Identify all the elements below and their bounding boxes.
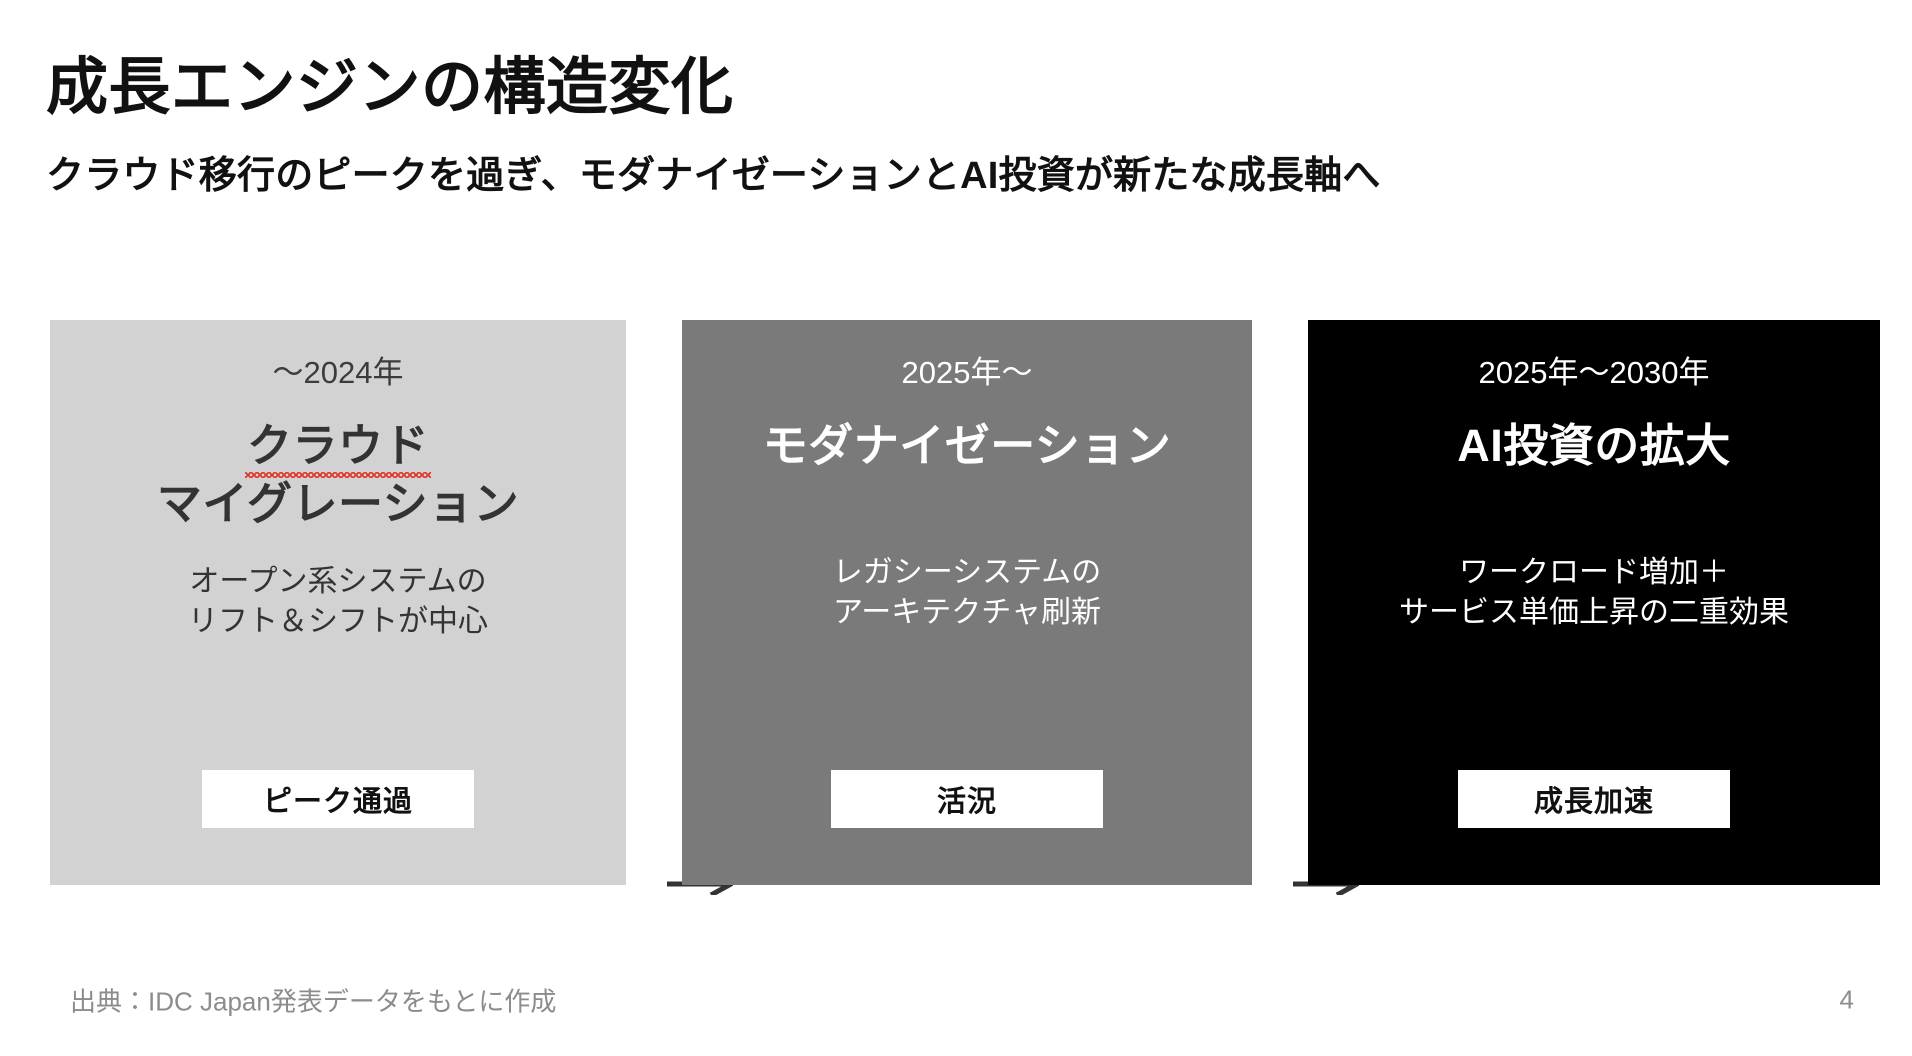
stage-body-3: ワークロード増加＋ サービス単価上昇の二重効果 — [1399, 555, 1789, 629]
stage-body-2: レガシーシステムの アーキテクチャ刷新 — [832, 555, 1102, 629]
stage-card-3[interactable]: 2025年～2030年 AI投資の拡大 ワークロード増加＋ サービス単価上昇の二… — [1308, 320, 1880, 885]
stage-period-1: ～2024年 — [272, 355, 404, 390]
page-subtitle: クラウド移行のピークを過ぎ、モダナイゼーションとAI投資が新たな成長軸へ — [46, 154, 1381, 197]
stage-heading-1-line1-spellchecked: クラウド — [244, 417, 432, 478]
stage-period-2: 2025年～ — [901, 355, 1033, 390]
footer-source-note: 出典：IDC Japan発表データをもとに作成 — [70, 986, 557, 1017]
page-title: 成長エンジンの構造変化 — [46, 52, 734, 122]
stage-badge-1[interactable]: ピーク通過 — [202, 770, 474, 828]
stage-flow: ～2024年 クラウドマイグレーション オープン系システムの リフト＆シフトが中… — [50, 320, 1880, 895]
stage-badge-2[interactable]: 活況 — [831, 770, 1103, 828]
stage-heading-1: クラウドマイグレーション — [68, 417, 608, 532]
stage-heading-2: モダナイゼーション — [762, 420, 1172, 472]
stage-body-1: オープン系システムの リフト＆シフトが中心 — [188, 565, 488, 639]
footer-page-number: 4 — [1839, 984, 1854, 1015]
stage-period-3: 2025年～2030年 — [1478, 355, 1710, 390]
stage-card-2[interactable]: 2025年～ モダナイゼーション レガシーシステムの アーキテクチャ刷新 活況 — [682, 320, 1252, 885]
stage-card-1[interactable]: ～2024年 クラウドマイグレーション オープン系システムの リフト＆シフトが中… — [50, 320, 626, 885]
stage-heading-3: AI投資の拡大 — [1457, 420, 1731, 472]
stage-heading-1-line2: マイグレーション — [156, 477, 520, 529]
stage-badge-3[interactable]: 成長加速 — [1458, 770, 1730, 828]
